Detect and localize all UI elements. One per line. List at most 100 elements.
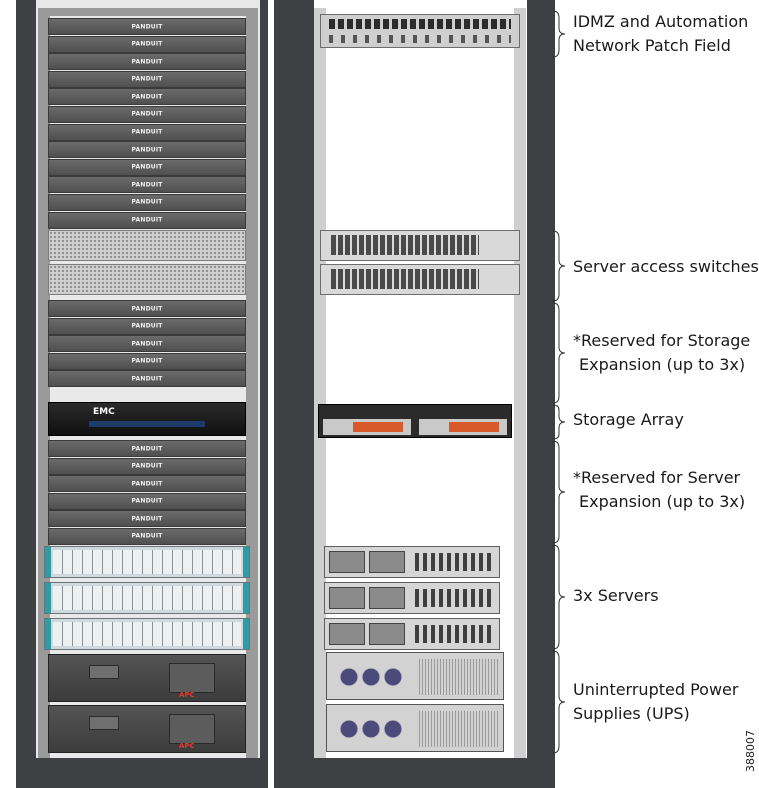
panduit-logo: PANDUIT (131, 198, 163, 206)
apc-logo: APC (179, 742, 195, 750)
label-server-access-switches-text: Server access switches (573, 257, 759, 276)
ups-front-1: APC (48, 654, 246, 702)
label-storage-array-text: Storage Array (573, 410, 684, 429)
patch-ports (329, 19, 511, 29)
blank-panel: PANDUIT (48, 457, 246, 475)
server-rear-2 (324, 582, 500, 614)
rear-rack (274, 0, 555, 788)
panduit-logo: PANDUIT (131, 322, 163, 330)
storage-light-bar (89, 421, 205, 427)
panduit-logo: PANDUIT (131, 357, 163, 365)
panduit-logo: PANDUIT (131, 480, 163, 488)
server-rear-1 (324, 546, 500, 578)
blank-panels-lower: PANDUIT PANDUIT PANDUIT PANDUIT PANDUIT … (48, 440, 246, 546)
io-ports (415, 553, 495, 571)
blank-panel: PANDUIT (48, 475, 246, 493)
switch-ports (331, 235, 479, 255)
front-rack-top (38, 8, 258, 16)
label-storage-array: Storage Array (573, 408, 684, 432)
blank-panel: PANDUIT (48, 53, 246, 71)
emc-logo: EMC (93, 407, 115, 417)
blank-panel: PANDUIT (48, 300, 246, 317)
drive-bays (53, 550, 241, 574)
blank-panel: PANDUIT (48, 492, 246, 510)
storage-controller (323, 419, 411, 435)
rear-rack-frame-right (527, 0, 555, 788)
io-ports (415, 589, 495, 607)
panduit-logo: PANDUIT (131, 58, 163, 66)
ups-outlets (337, 659, 407, 695)
brace-reserved-server (552, 440, 566, 544)
panduit-logo: PANDUIT (131, 110, 163, 118)
blank-panel: PANDUIT (48, 176, 246, 194)
ups-vent (419, 659, 499, 695)
panduit-logo: PANDUIT (131, 216, 163, 224)
label-patch-field-line-1: IDMZ and Automation (573, 12, 749, 31)
psu (369, 551, 405, 573)
blank-panel: PANDUIT (48, 510, 246, 528)
blank-panel: PANDUIT (48, 370, 246, 388)
apc-logo: APC (179, 691, 195, 699)
blank-panel: PANDUIT (48, 70, 246, 88)
brace-servers (552, 544, 566, 650)
switch-front-1 (48, 230, 246, 261)
label-reserved-server-line-1: *Reserved for Server (573, 468, 741, 487)
server-front-1 (44, 546, 250, 578)
panduit-logo: PANDUIT (131, 146, 163, 154)
blank-panel: PANDUIT (48, 88, 246, 106)
ups-control-panel (169, 663, 215, 693)
blank-panel: PANDUIT (48, 317, 246, 335)
ups-display (89, 665, 119, 679)
panduit-logo: PANDUIT (131, 462, 163, 470)
label-ups-line-2: Supplies (UPS) (573, 704, 690, 723)
blank-panel: PANDUIT (48, 352, 246, 370)
ups-rear-1 (326, 652, 504, 700)
ups-display (89, 716, 119, 730)
storage-controller (419, 419, 507, 435)
psu (329, 623, 365, 645)
panduit-logo: PANDUIT (131, 181, 163, 189)
drive-bays (53, 586, 241, 610)
drive-bays (53, 622, 241, 646)
blank-panel: PANDUIT (48, 123, 246, 141)
server-ear (45, 583, 51, 613)
server-front-3 (44, 618, 250, 650)
rear-rack-rail-right (514, 8, 526, 758)
ups-vent (419, 711, 499, 747)
access-switch-2 (320, 264, 520, 295)
server-ear (243, 619, 249, 649)
brace-patch-field (552, 10, 566, 58)
server-ear (45, 547, 51, 577)
blank-panel: PANDUIT (48, 440, 246, 457)
label-patch-field-line-2: Network Patch Field (573, 36, 731, 55)
storage-array-rear (318, 404, 512, 438)
blank-panel: PANDUIT (48, 141, 246, 159)
psu (369, 623, 405, 645)
blank-panel: PANDUIT (48, 35, 246, 53)
front-rack: PANDUIT PANDUIT PANDUIT PANDUIT PANDUIT … (16, 0, 268, 788)
brace-reserved-storage (552, 302, 566, 404)
label-servers-text: 3x Servers (573, 586, 659, 605)
panduit-logo: PANDUIT (131, 75, 163, 83)
label-ups-line-1: Uninterrupted Power (573, 680, 739, 699)
label-reserved-server: *Reserved for Server Expansion (up to 3x… (573, 466, 745, 514)
psu (329, 551, 365, 573)
label-reserved-storage-line-1: *Reserved for Storage (573, 331, 751, 350)
server-front-2 (44, 582, 250, 614)
panduit-logo: PANDUIT (131, 445, 163, 452)
ups-rear-2 (326, 704, 504, 752)
rear-rack-frame-left (274, 0, 314, 788)
server-ear (243, 547, 249, 577)
brace-storage-array (552, 404, 566, 440)
blank-panel: PANDUIT (48, 18, 246, 35)
label-reserved-storage: *Reserved for Storage Expansion (up to 3… (573, 329, 750, 377)
panduit-logo: PANDUIT (131, 515, 163, 523)
label-server-access-switches: Server access switches (573, 255, 759, 279)
server-ear (45, 619, 51, 649)
storage-array-front: EMC (48, 402, 246, 436)
rear-rack-base (274, 758, 555, 788)
blank-panel: PANDUIT (48, 158, 246, 176)
panduit-logo: PANDUIT (131, 532, 163, 540)
server-rear-3 (324, 618, 500, 650)
panduit-logo: PANDUIT (131, 375, 163, 383)
